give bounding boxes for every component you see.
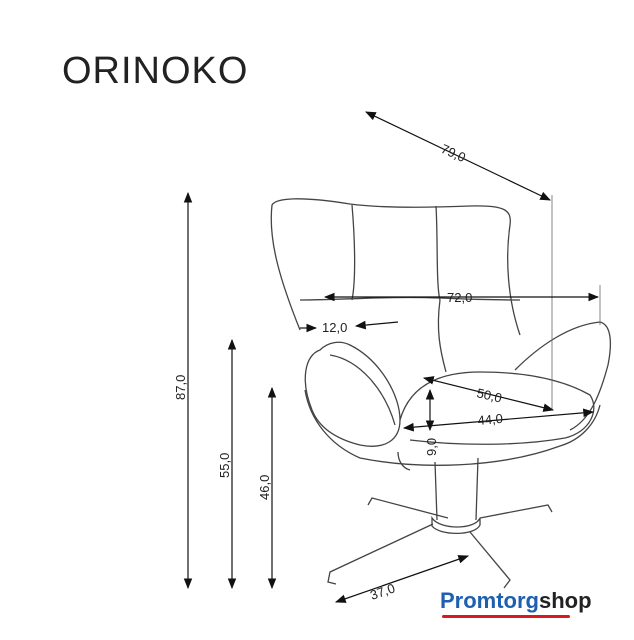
- backrest: [270, 198, 521, 336]
- backrest-seam-2: [435, 205, 441, 301]
- backrest-seam-4: [437, 299, 447, 373]
- dim-armrest-width: 12,0: [322, 320, 347, 335]
- base-column: [434, 457, 479, 521]
- dim-armrest-height: 55,0: [217, 453, 232, 478]
- dim-base-leg: 37,0: [368, 580, 397, 602]
- leg-front: [469, 531, 511, 589]
- dim-seat-depth: 50,0: [475, 385, 503, 405]
- dim-seat-cushion-height: 9,0: [424, 438, 439, 456]
- seat-front: [304, 389, 601, 466]
- brand-underline: [442, 615, 570, 618]
- leg-back: [367, 497, 449, 519]
- base-hub: [431, 515, 481, 535]
- brand-logo-part1: Promtorg: [440, 588, 539, 613]
- dim-width: 72,0: [447, 290, 472, 305]
- dim-seat-height: 46,0: [257, 475, 272, 500]
- brand-logo-part2: shop: [539, 588, 592, 613]
- leg-detail: [397, 451, 411, 471]
- backrest-seam-3: [299, 296, 521, 301]
- brand-logo: Promtorgshop: [440, 588, 592, 614]
- leg-left: [327, 523, 434, 585]
- left-armrest-inner: [329, 354, 396, 426]
- dim-seat-width: 44,0: [477, 411, 504, 428]
- left-armrest: [304, 341, 401, 447]
- chair-outline: [270, 198, 612, 589]
- backrest-seam-1: [351, 204, 356, 301]
- seat: [399, 371, 595, 445]
- product-title: ORINOKO: [62, 50, 249, 92]
- leg-right: [479, 504, 553, 519]
- dim-total-height: 87,0: [173, 375, 188, 400]
- dim-depth: 79,0: [439, 141, 468, 165]
- dimension-lines: [183, 111, 601, 603]
